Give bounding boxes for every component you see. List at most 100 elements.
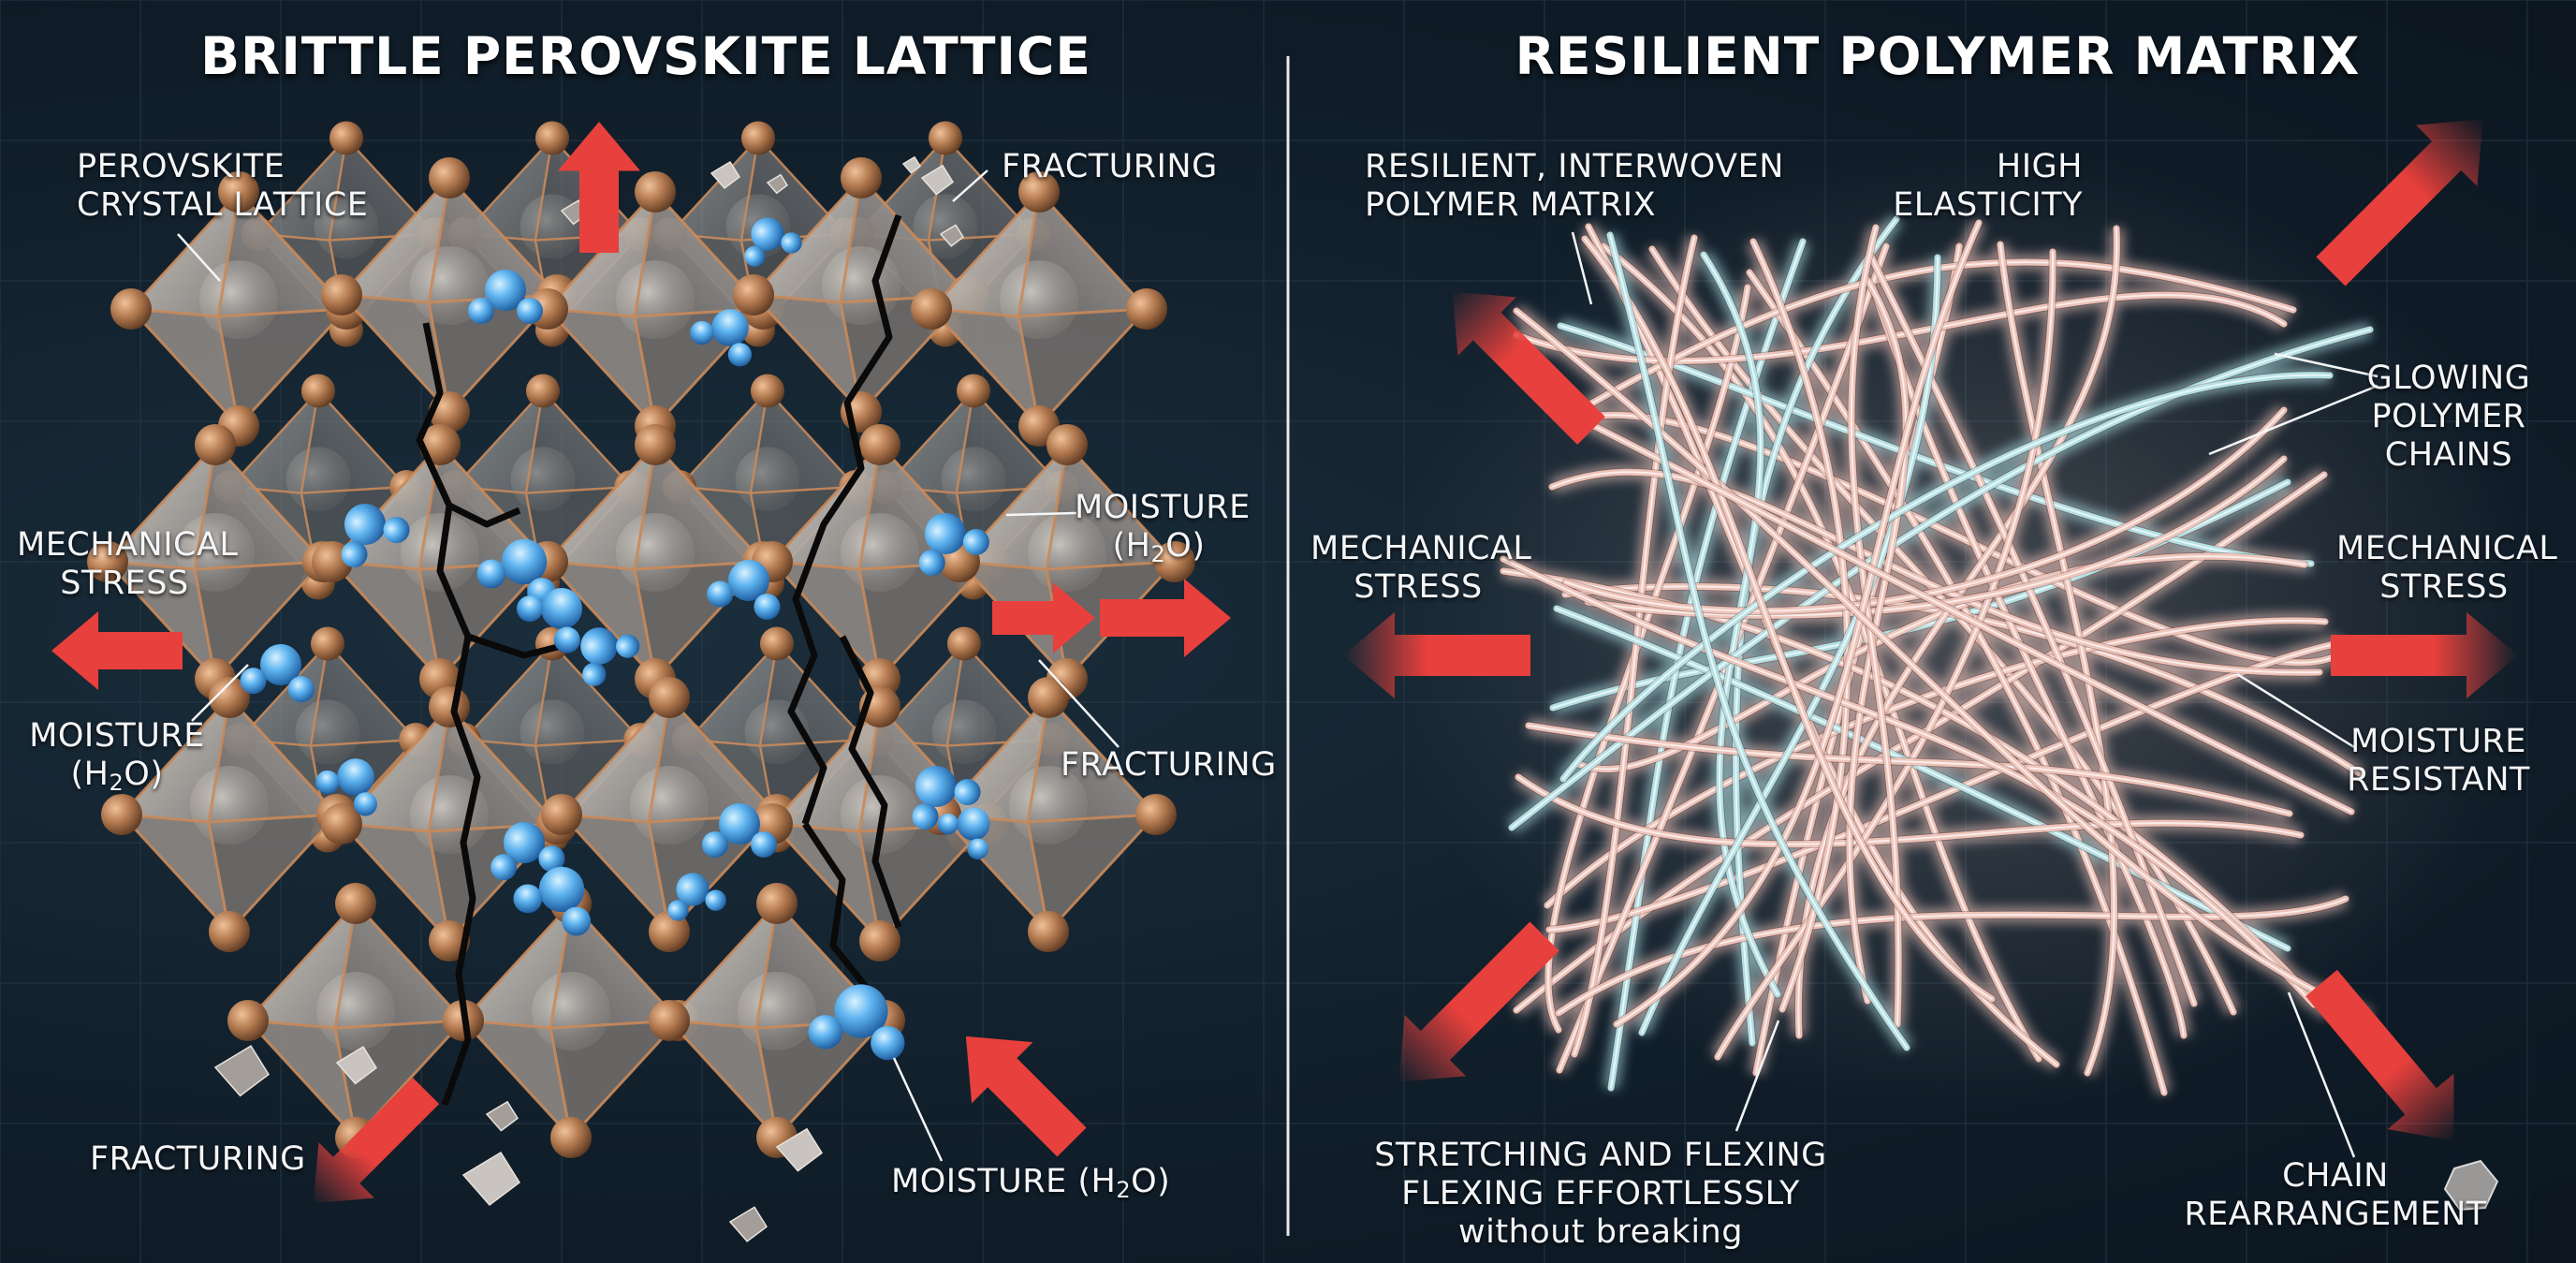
water-oxygen	[676, 873, 710, 906]
water-hydrogen	[754, 593, 781, 620]
lattice-node	[541, 794, 582, 835]
octahedron	[733, 157, 989, 433]
chain-highlight	[1502, 570, 2328, 1015]
water-molecule	[513, 866, 592, 936]
chain-highlight	[1546, 619, 2326, 906]
octa-face	[335, 1021, 463, 1138]
lattice-node	[321, 274, 362, 316]
arrow-shape	[51, 611, 183, 690]
crack	[416, 322, 481, 1107]
octa-core	[841, 513, 919, 592]
water-molecules	[240, 217, 990, 1061]
water-hydrogen	[383, 517, 410, 544]
chain-highlight	[1548, 642, 2341, 931]
octa-core	[316, 972, 395, 1050]
crack	[447, 502, 521, 528]
water-hydrogen	[702, 831, 728, 858]
fragment	[901, 155, 922, 174]
octahedron	[110, 171, 367, 447]
octa-core	[510, 447, 576, 512]
water-molecule	[468, 270, 543, 324]
octahedron	[911, 171, 1167, 447]
water-oxygen	[344, 504, 386, 545]
label-moisture-bottom: MOISTURE (H2O)	[891, 1163, 1171, 1203]
lattice-node	[525, 374, 561, 408]
lattice-node	[859, 920, 900, 962]
water-molecule	[315, 758, 377, 816]
lattice-node	[911, 288, 952, 330]
water-hydrogen	[962, 528, 989, 555]
arrow-up-left	[965, 1035, 1087, 1157]
octahedron	[541, 677, 798, 952]
chain-highlight	[1717, 251, 2055, 1058]
water-hydrogen	[516, 595, 543, 623]
chain-highlight	[1616, 222, 1980, 1025]
octa-face	[859, 562, 988, 679]
fragment	[939, 224, 965, 247]
fragment	[213, 1045, 271, 1097]
octa-core	[931, 699, 997, 765]
arrow-upper-left	[1452, 291, 1605, 445]
label-mechanical-stress-left: MECHANICAL STRESS	[17, 526, 239, 602]
label-moisture-resistant: MOISTURE RESISTANT	[2347, 723, 2530, 799]
water-hydrogen	[468, 298, 494, 324]
water-oxygen	[834, 984, 888, 1038]
arrow-right	[1100, 579, 1231, 657]
chain-highlight	[1563, 410, 2352, 813]
chain-highlight	[1502, 558, 2315, 1006]
arrow-shape	[1100, 579, 1231, 657]
fragment	[335, 1046, 378, 1085]
crack	[466, 633, 563, 659]
octa-core	[822, 246, 900, 325]
water-hydrogen	[667, 900, 689, 921]
lattice-node	[1154, 541, 1195, 582]
leader-line	[1038, 659, 1120, 748]
fragment	[710, 160, 741, 190]
water-hydrogen	[341, 541, 368, 568]
water-molecule	[580, 627, 640, 686]
right-title: RESILIENT POLYMER MATRIX	[1515, 26, 2361, 86]
water-hydrogen	[517, 298, 543, 324]
arrow-shape	[965, 1035, 1087, 1157]
water-oxygen	[711, 309, 749, 346]
water-molecule	[690, 309, 752, 367]
lattice-node	[1046, 424, 1088, 465]
water-hydrogen	[751, 831, 777, 858]
lattice-fragments	[213, 155, 965, 1242]
chain-highlight	[1565, 409, 2285, 612]
lattice-node	[946, 626, 982, 661]
octa-face	[550, 1021, 679, 1138]
chain-highlight	[1609, 234, 1908, 1049]
water-oxygen	[957, 807, 990, 841]
water-hydrogen	[912, 803, 939, 830]
water-hydrogen	[871, 1025, 905, 1061]
water-hydrogen	[954, 779, 981, 806]
chain-highlight	[1587, 458, 2285, 617]
water-molecule	[702, 803, 777, 858]
label-fracturing-bottom: FRACTURING	[90, 1140, 306, 1178]
water-hydrogen	[582, 662, 607, 686]
arrow-left-panel2	[1343, 611, 1530, 699]
chain-highlight	[1573, 237, 1695, 1055]
chain-highlight	[1848, 279, 1908, 1002]
water-hydrogen	[353, 792, 377, 816]
arrow-shape	[1343, 611, 1530, 699]
arrow-shape	[2305, 969, 2454, 1141]
fragment	[728, 1206, 768, 1242]
water-oxygen	[915, 766, 957, 807]
leader-line	[191, 664, 249, 722]
lattice-node	[209, 677, 250, 718]
octa-core	[941, 447, 1006, 512]
lattice-node	[329, 121, 364, 155]
octa-face	[756, 1021, 885, 1138]
octa-core	[532, 972, 610, 1050]
lattice-node	[429, 157, 470, 198]
lattice-node	[1018, 171, 1060, 213]
water-molecule	[476, 538, 556, 607]
lattice-node	[300, 374, 336, 408]
water-hydrogen	[707, 580, 734, 608]
label-mechanical-stress-right-panel-right: MECHANICAL STRESS	[2336, 530, 2558, 606]
water-hydrogen	[315, 770, 340, 795]
